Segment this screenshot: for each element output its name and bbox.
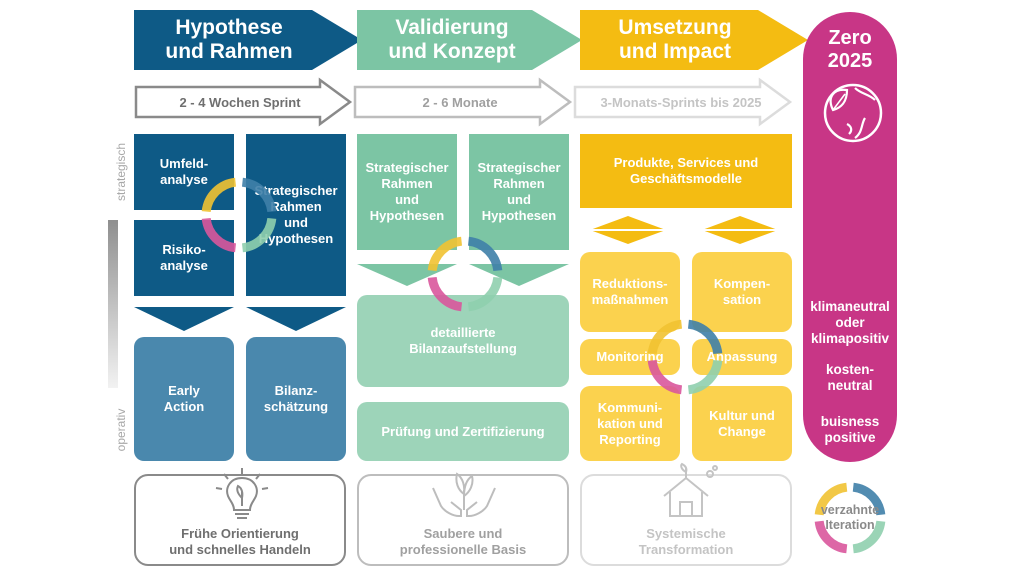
duration-arrow-3 <box>573 77 793 127</box>
duration-label-1: 2 - 4 Wochen Sprint <box>179 94 301 110</box>
hands-plant-icon <box>432 472 496 517</box>
cycle-segment <box>427 236 463 272</box>
axis-operative-label: operativ <box>114 408 128 452</box>
goal-outcome-3: buisness positive <box>820 414 880 445</box>
globe-leaf-icon <box>823 83 883 143</box>
column-1-down-arrows <box>134 307 346 331</box>
cycle-segment <box>467 236 503 272</box>
monitoring-box: Monitoring <box>580 339 680 375</box>
iteration-cycle-icon <box>814 482 886 554</box>
bottom-box-3: Systemische Transformation <box>580 462 792 566</box>
goal-outcome-1: klimaneutral oder klimapositiv <box>810 299 890 346</box>
umfeldanalyse-box: Umfeld- analyse <box>134 134 234 210</box>
cycle-segment <box>241 177 277 213</box>
phase-3-title: Umsetzung und Impact <box>618 16 732 63</box>
cycle-segment <box>241 217 277 253</box>
lightbulb-leaf-icon <box>215 468 269 519</box>
cycle-ring-2 <box>427 236 503 312</box>
bottom-label-3: Systemische Transformation <box>638 526 734 557</box>
strategischer-rahmen-box-2: Strategischer Rahmen und Hypothesen <box>357 134 457 250</box>
duration-arrow-2 <box>353 77 573 127</box>
phase-1-arrow <box>134 10 362 70</box>
axis-strategic-label: strategisch <box>114 142 128 202</box>
column-3-diamonds <box>590 216 778 244</box>
bottom-box-2: Saubere und professionelle Basis <box>357 472 569 566</box>
phase-2-arrow <box>357 10 582 70</box>
early-action-box: Early Action <box>134 337 234 461</box>
cycle-segment <box>687 319 723 355</box>
strategischer-rahmen-box-1: Strategischer Rahmen und Hypothesen <box>246 134 346 296</box>
anpassung-box: Anpassung <box>692 339 792 375</box>
cycle-segment <box>814 482 848 516</box>
produkte-box: Produkte, Services und Geschäftsmodelle <box>580 134 792 208</box>
bilanzschaetzung-box: Bilanz- schätzung <box>246 337 346 461</box>
bilanzaufstellung-box: detaillierte Bilanzaufstellung <box>357 295 569 387</box>
iteration-label: verzahnte Iteration <box>820 503 880 532</box>
axis-gradient-bar <box>108 220 118 388</box>
cycle-ring-1 <box>201 177 277 253</box>
cycle-segment <box>201 217 237 253</box>
phase-1-title: Hypothese und Rahmen <box>165 16 293 63</box>
phase-2-title: Validierung und Konzept <box>388 16 516 63</box>
cycle-segment <box>647 359 683 395</box>
goal-outcome-2: kosten- neutral <box>825 362 874 393</box>
duration-arrow-1 <box>134 77 353 127</box>
house-plant-icon <box>663 462 718 517</box>
goal-pillar <box>803 12 897 462</box>
kultur-box: Kultur und Change <box>692 386 792 461</box>
cycle-segment <box>852 520 886 554</box>
reduktion-box: Reduktions- maßnahmen <box>580 252 680 332</box>
bottom-box-1: Frühe Orientierung und schnelles Handeln <box>134 468 346 566</box>
risikoanalyse-box: Risiko- analyse <box>134 220 234 296</box>
kompensation-box: Kompen- sation <box>692 252 792 332</box>
cycle-segment <box>467 276 503 312</box>
kommunikation-box: Kommuni- kation und Reporting <box>580 386 680 461</box>
duration-label-3: 3-Monats-Sprints bis 2025 <box>600 94 762 110</box>
cycle-segment <box>201 177 237 213</box>
strategischer-rahmen-box-3: Strategischer Rahmen und Hypothesen <box>469 134 569 250</box>
cycle-segment <box>427 276 463 312</box>
phase-3-arrow <box>580 10 808 70</box>
pruefung-box: Prüfung und Zertifizierung <box>357 402 569 461</box>
cycle-segment <box>852 482 886 516</box>
cycle-segment <box>647 319 683 355</box>
goal-title: Zero 2025 <box>827 27 873 72</box>
cycle-ring-3 <box>647 319 723 395</box>
bottom-label-2: Saubere und professionelle Basis <box>399 526 527 557</box>
cycle-segment <box>814 520 848 554</box>
duration-label-2: 2 - 6 Monate <box>422 94 498 110</box>
cycle-segment <box>687 359 723 395</box>
bottom-label-1: Frühe Orientierung und schnelles Handeln <box>169 526 311 557</box>
